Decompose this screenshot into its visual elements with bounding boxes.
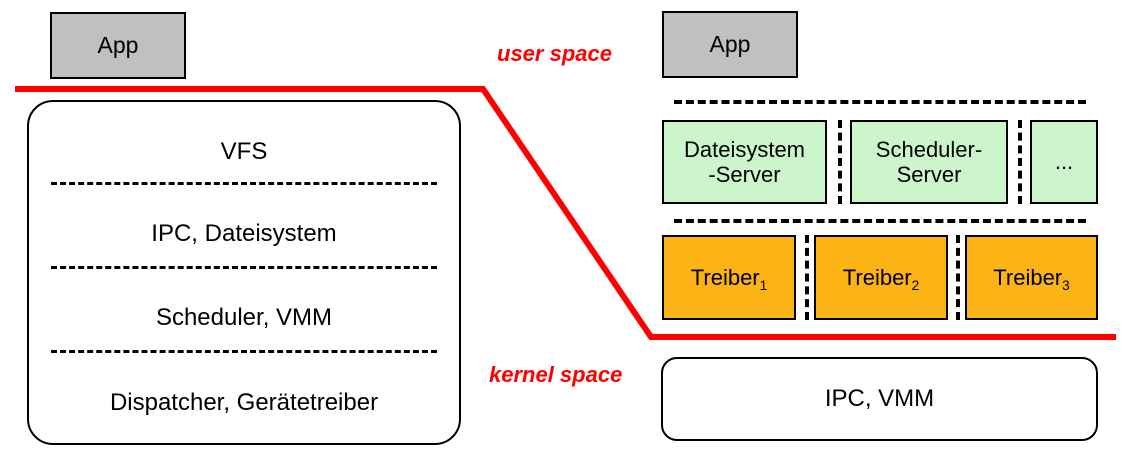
- monolithic-layer-scheduler-vmm: Scheduler, VMM: [29, 294, 459, 342]
- driver-separator-2: [956, 235, 960, 320]
- user-space-label: user space: [497, 41, 612, 66]
- monolithic-separator-3: [51, 350, 437, 353]
- driver-box-1: Treiber1: [662, 235, 796, 320]
- microkernel-app-box: App: [662, 11, 798, 78]
- driver-label: Treiber1: [690, 264, 768, 293]
- driver-label-index: 2: [911, 277, 920, 293]
- microkernel-app-label: App: [709, 31, 751, 58]
- monolithic-kernel-box: VFS IPC, Dateisystem Scheduler, VMM Disp…: [27, 100, 461, 445]
- microkernel-core-box: IPC, VMM: [661, 357, 1098, 441]
- driver-label-index: 1: [759, 277, 768, 293]
- server-label-line1: Dateisystem: [683, 136, 806, 162]
- server-label: Dateisystem -Server: [684, 137, 805, 188]
- microkernel-separator-above-servers: [674, 100, 1086, 104]
- driver-label-name: Treiber: [690, 264, 760, 290]
- driver-label-name: Treiber: [842, 264, 912, 290]
- monolithic-layer-ipc-fs: IPC, Dateisystem: [29, 210, 459, 258]
- driver-label-index: 3: [1062, 277, 1070, 293]
- server-separator-2: [1018, 120, 1022, 204]
- driver-box-2: Treiber2: [814, 235, 948, 320]
- server-label: Scheduler- Server: [876, 137, 982, 188]
- microkernel-separator-below-servers: [674, 219, 1086, 223]
- monolithic-app-box: App: [50, 12, 186, 79]
- server-label-line1: Scheduler-: [875, 136, 983, 162]
- server-separator-1: [838, 120, 842, 204]
- server-box-scheduler: Scheduler- Server: [850, 120, 1008, 204]
- microkernel-core-label: IPC, VMM: [824, 385, 935, 413]
- driver-box-3: Treiber3: [965, 235, 1098, 320]
- monolithic-separator-1: [51, 182, 437, 185]
- monolithic-layer-label: VFS: [220, 138, 268, 166]
- monolithic-layer-label: IPC, Dateisystem: [151, 220, 337, 248]
- driver-label-name: Treiber: [993, 264, 1063, 290]
- driver-label: Treiber3: [993, 264, 1070, 293]
- server-label-line1: ...: [1054, 149, 1074, 175]
- monolithic-app-label: App: [97, 32, 139, 59]
- kernel-space-label: kernel space: [489, 362, 623, 387]
- monolithic-layer-vfs: VFS: [29, 128, 459, 176]
- monolithic-layer-dispatcher-drivers: Dispatcher, Gerätetreiber: [29, 379, 459, 427]
- monolithic-layer-label: Scheduler, VMM: [155, 304, 333, 332]
- server-label-line2: Server: [896, 162, 962, 187]
- monolithic-layer-label: Dispatcher, Gerätetreiber: [109, 389, 379, 417]
- server-box-ellipsis: ...: [1030, 120, 1098, 204]
- server-label-line2: -Server: [708, 162, 781, 187]
- server-box-dateisystem: Dateisystem -Server: [662, 120, 827, 204]
- driver-label: Treiber2: [842, 264, 920, 293]
- monolithic-separator-2: [51, 266, 437, 269]
- driver-separator-1: [805, 235, 809, 320]
